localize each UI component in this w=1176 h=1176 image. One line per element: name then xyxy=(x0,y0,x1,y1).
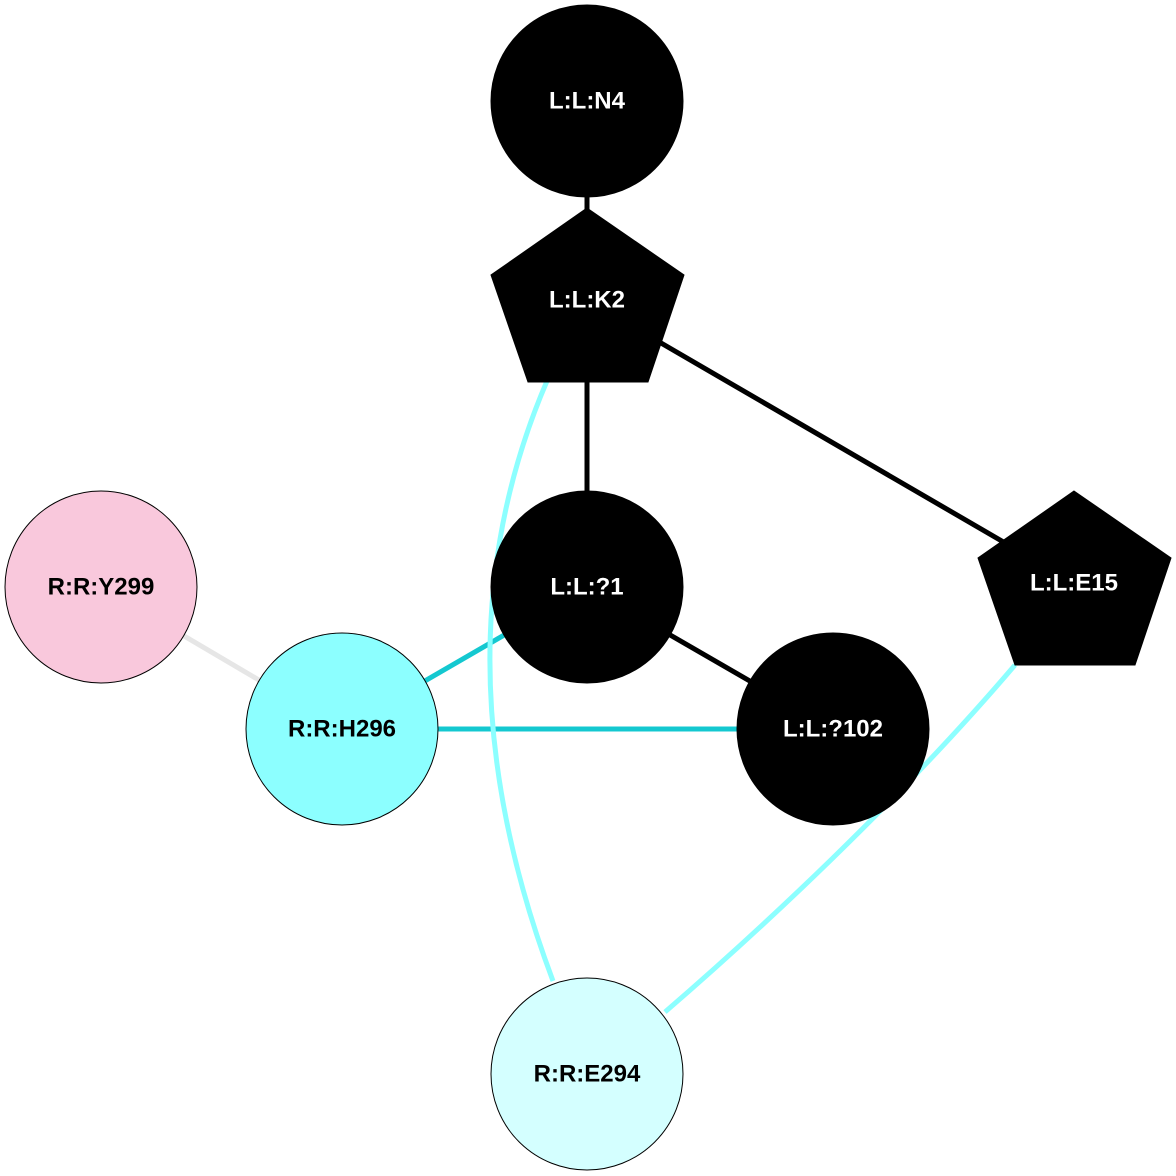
edge-k2-e15 xyxy=(585,297,1076,586)
node-label: L:L:K2 xyxy=(549,287,625,314)
pentagon-shape xyxy=(977,490,1172,666)
node-label: R:R:H296 xyxy=(288,716,396,743)
circle-shape xyxy=(490,490,684,684)
circle-shape xyxy=(245,632,439,826)
node-q102[interactable]: L:L:?102 xyxy=(736,632,930,826)
circle-shape xyxy=(490,977,684,1171)
pentagon-shape xyxy=(490,207,685,383)
node-e15[interactable]: L:L:E15 xyxy=(977,490,1172,666)
node-label: L:L:N4 xyxy=(549,88,626,115)
circle-shape xyxy=(490,4,684,198)
edge-e15-e294 xyxy=(663,663,1017,1014)
node-label: R:R:E294 xyxy=(534,1061,641,1088)
circle-shape xyxy=(736,632,930,826)
node-y299[interactable]: R:R:Y299 xyxy=(4,490,198,684)
node-label: R:R:Y299 xyxy=(48,574,155,601)
node-n4[interactable]: L:L:N4 xyxy=(490,4,684,198)
node-label: L:L:?102 xyxy=(783,716,883,743)
node-label: L:L:?1 xyxy=(550,574,623,601)
circle-shape xyxy=(4,490,198,684)
node-label: L:L:E15 xyxy=(1030,570,1118,597)
edge-k2-e294 xyxy=(487,380,556,982)
node-h296[interactable]: R:R:H296 xyxy=(245,632,439,826)
node-e294[interactable]: R:R:E294 xyxy=(490,977,684,1171)
node-q1[interactable]: L:L:?1 xyxy=(490,490,684,684)
node-k2[interactable]: L:L:K2 xyxy=(490,207,685,383)
